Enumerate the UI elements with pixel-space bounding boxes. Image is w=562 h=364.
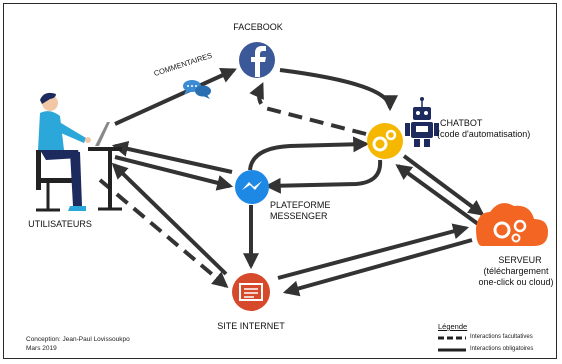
arrow-users-to-facebook xyxy=(114,68,237,126)
legend-dashed-label: Interactions facultatives xyxy=(470,334,533,340)
server-label-line1: SERVEUR xyxy=(498,255,542,265)
chatbot-subtitle-label: (code d'automatisation) xyxy=(437,129,531,139)
arrow-server-to-chatbot xyxy=(395,164,480,226)
legend-solid-label: Interactions obligatoires xyxy=(470,346,534,352)
arrow-chatbot-to-facebook-dashed xyxy=(249,82,367,136)
arrow-messenger-to-users xyxy=(111,140,233,174)
messenger-icon xyxy=(235,170,269,204)
server-label-line2: (téléchargement xyxy=(483,266,549,276)
facebook-icon xyxy=(239,42,275,78)
chatbot-title-label: CHATBOT xyxy=(440,118,483,128)
credit-author: Conception: Jean-Paul Lovissoukpo xyxy=(26,336,130,343)
robot-icon xyxy=(405,97,439,147)
credit-date: Mars 2019 xyxy=(26,345,57,352)
server-label-line3: one-click ou cloud) xyxy=(478,277,554,287)
user-at-desk-illustration xyxy=(36,92,122,212)
arrow-chatbot-to-messenger xyxy=(264,159,383,194)
server-cloud-icon xyxy=(476,203,548,246)
legend-swatches xyxy=(438,336,466,352)
comment-bubbles-icon xyxy=(183,80,211,99)
arrow-users-to-messenger xyxy=(114,155,234,191)
messenger-label-line2: MESSENGER xyxy=(270,211,328,221)
website-label: SITE INTERNET xyxy=(217,321,285,331)
facebook-label: FACEBOOK xyxy=(233,22,283,32)
website-icon xyxy=(232,273,270,311)
arrow-server-to-website xyxy=(282,238,473,297)
arrow-chatbot-to-server xyxy=(402,154,485,216)
users-label: UTILISATEURS xyxy=(28,219,92,229)
messenger-label-line1: PLATEFORME xyxy=(270,200,331,210)
connector-arrows xyxy=(98,68,485,297)
legend-title: Légende xyxy=(438,322,468,331)
chatbot-gears-icon xyxy=(367,123,403,159)
arrow-messenger-to-chatbot xyxy=(248,136,370,171)
arrow-website-to-users xyxy=(111,162,228,276)
arrow-users-to-website-dashed xyxy=(98,178,229,289)
diagram-frame xyxy=(3,3,557,359)
arrow-website-to-server xyxy=(277,223,470,280)
arrow-facebook-to-chatbot xyxy=(279,68,398,112)
